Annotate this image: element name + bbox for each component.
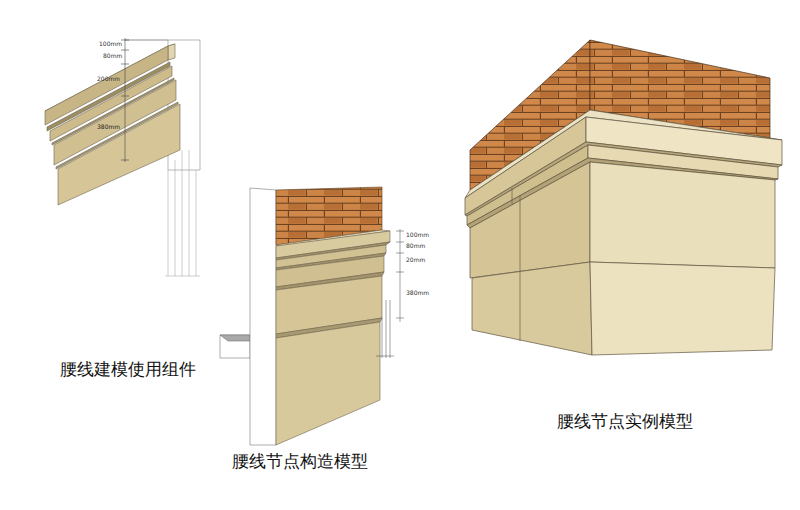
component-model <box>45 38 200 276</box>
dimension-label: 20mm <box>406 257 425 264</box>
dimension-label: 80mm <box>406 243 425 250</box>
dimension-label: 100mm <box>99 41 122 48</box>
example-model <box>465 40 782 355</box>
dimension-label: 380mm <box>97 124 120 131</box>
dimension-label: 200mm <box>97 76 120 83</box>
dimension-label: 380mm <box>406 290 429 297</box>
caption: 腰线节点实例模型 <box>557 412 693 431</box>
dimension-label: 100mm <box>406 232 429 239</box>
section-model <box>220 187 404 445</box>
caption: 腰线节点构造模型 <box>232 452 368 471</box>
dimension-label: 80mm <box>103 53 122 60</box>
caption: 腰线建模使用组件 <box>60 360 196 379</box>
